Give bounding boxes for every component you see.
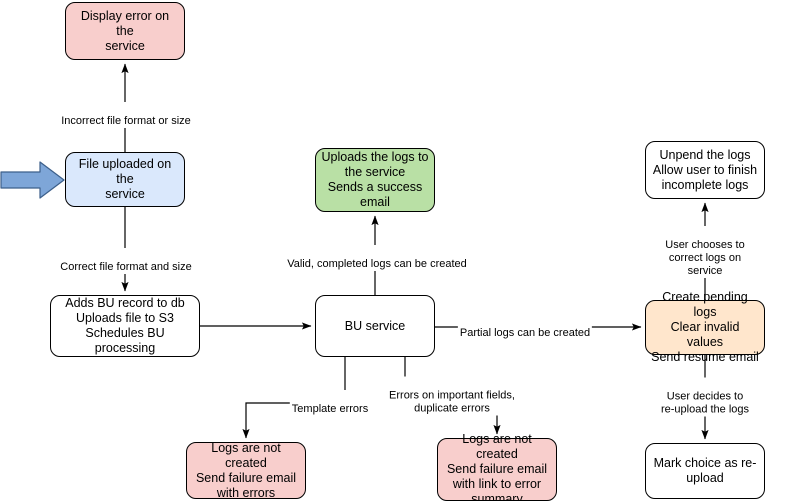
node-adds-bu-record[interactable]: Adds BU record to db Uploads file to S3 … [50,295,200,357]
node-bu-service[interactable]: BU service [315,295,435,357]
edge-label-correct-format-text: Correct file format and size [60,261,192,273]
edge-label-incorrect-format: Incorrect file format or size [59,102,193,128]
node-unpend-logs-label: Unpend the logs Allow user to finish inc… [652,147,758,192]
edge-label-template-errors: Template errors [289,390,371,416]
node-uploads-logs[interactable]: Uploads the logs to the service Sends a … [315,148,435,212]
edge-label-correct-format: Correct file format and size [58,248,194,274]
node-adds-bu-record-label: Adds BU record to db Uploads file to S3 … [65,296,185,355]
node-create-pending-logs-label: Create pending logs Clear invalid values… [651,290,759,364]
node-file-uploaded-label: File uploaded on the service [78,157,172,201]
edge-label-user-corrects-logs-text: User chooses to correct logs on service [665,239,745,277]
node-unpend-logs[interactable]: Unpend the logs Allow user to finish inc… [645,141,765,199]
edge-label-valid-completed-logs-text: Valid, completed logs can be created [287,258,467,270]
node-display-error-label: Display error on the service [80,8,170,53]
edge-label-partial-logs: Partial logs can be created [457,314,593,340]
edge-label-errors-important-fields-text: Errors on important fields, duplicate er… [389,389,515,415]
edge-label-user-corrects-logs: User chooses to correct logs on service [657,226,753,278]
node-mark-choice-reupload[interactable]: Mark choice as re- upload [645,443,765,499]
edge-label-valid-completed-logs: Valid, completed logs can be created [285,245,469,271]
node-logs-not-created-fields-label: Logs are not created Send failure email … [446,432,548,501]
edge-label-incorrect-format-text: Incorrect file format or size [61,115,191,127]
edge-label-errors-important-fields: Errors on important fields, duplicate er… [387,376,517,416]
node-display-error[interactable]: Display error on the service [65,2,185,60]
node-create-pending-logs[interactable]: Create pending logs Clear invalid values… [645,290,765,364]
node-logs-not-created-template[interactable]: Logs are not created Send failure email … [186,440,306,500]
edge-label-user-reuploads: User decides to re-upload the logs [657,377,753,417]
edge-label-partial-logs-text: Partial logs can be created [459,327,591,339]
node-logs-not-created-template-label: Logs are not created Send failure email … [195,440,297,500]
node-bu-service-label: BU service [344,318,406,333]
edge-label-template-errors-text: Template errors [291,403,369,415]
node-logs-not-created-fields[interactable]: Logs are not created Send failure email … [437,432,557,501]
node-file-uploaded[interactable]: File uploaded on the service [65,152,185,207]
edge-label-user-reuploads-text: User decides to re-upload the logs [660,390,750,416]
node-mark-choice-reupload-label: Mark choice as re- upload [653,456,757,485]
external-input-arrow [0,161,65,199]
node-uploads-logs-label: Uploads the logs to the service Sends a … [321,150,429,209]
